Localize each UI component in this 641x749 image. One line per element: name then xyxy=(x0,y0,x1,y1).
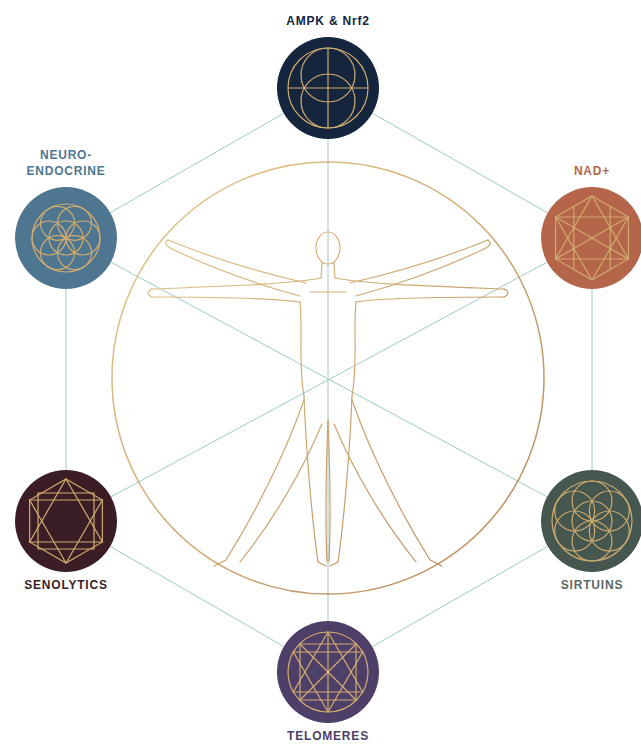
circle-outline xyxy=(541,187,641,289)
pathway-circle: SENOLYTICS xyxy=(15,470,117,572)
circle-outline xyxy=(277,621,379,723)
circle-outline xyxy=(15,187,117,289)
sacred-geometry-symbol xyxy=(288,632,368,712)
pathway-label: SENOLYTICS xyxy=(16,577,116,593)
pathway-circle: SIRTUINS xyxy=(541,470,641,572)
pathway-label: AMPK & Nrf2 xyxy=(278,13,378,29)
pathway-circle: NEURO- ENDOCRINE xyxy=(15,187,117,289)
pathway-link xyxy=(110,546,284,646)
pathway-circle: NAD+ xyxy=(541,187,641,289)
sacred-geometry-symbol xyxy=(552,481,632,561)
pathway-link xyxy=(592,289,593,470)
circle-outline xyxy=(541,470,641,572)
pathway-circle: AMPK & Nrf2 xyxy=(277,37,379,139)
human-figure xyxy=(148,232,508,566)
pathway-circle: TELOMERES xyxy=(277,621,379,723)
sacred-geometry-symbol xyxy=(32,204,100,272)
pathway-link xyxy=(372,113,547,213)
pathway-link xyxy=(110,113,283,212)
circle-outline xyxy=(277,37,379,139)
circle-outline xyxy=(15,470,117,572)
pathway-label: TELOMERES xyxy=(278,728,378,744)
pathway-link xyxy=(66,289,67,470)
pathway-label: NEURO- ENDOCRINE xyxy=(16,147,116,179)
sacred-geometry-symbol xyxy=(556,196,629,280)
sacred-geometry-symbol xyxy=(288,48,368,128)
sacred-geometry-symbol xyxy=(30,479,103,563)
pathway-link xyxy=(372,546,547,646)
pathway-label: NAD+ xyxy=(542,163,641,179)
pathway-label: SIRTUINS xyxy=(542,577,641,593)
outer-circle xyxy=(112,162,544,594)
